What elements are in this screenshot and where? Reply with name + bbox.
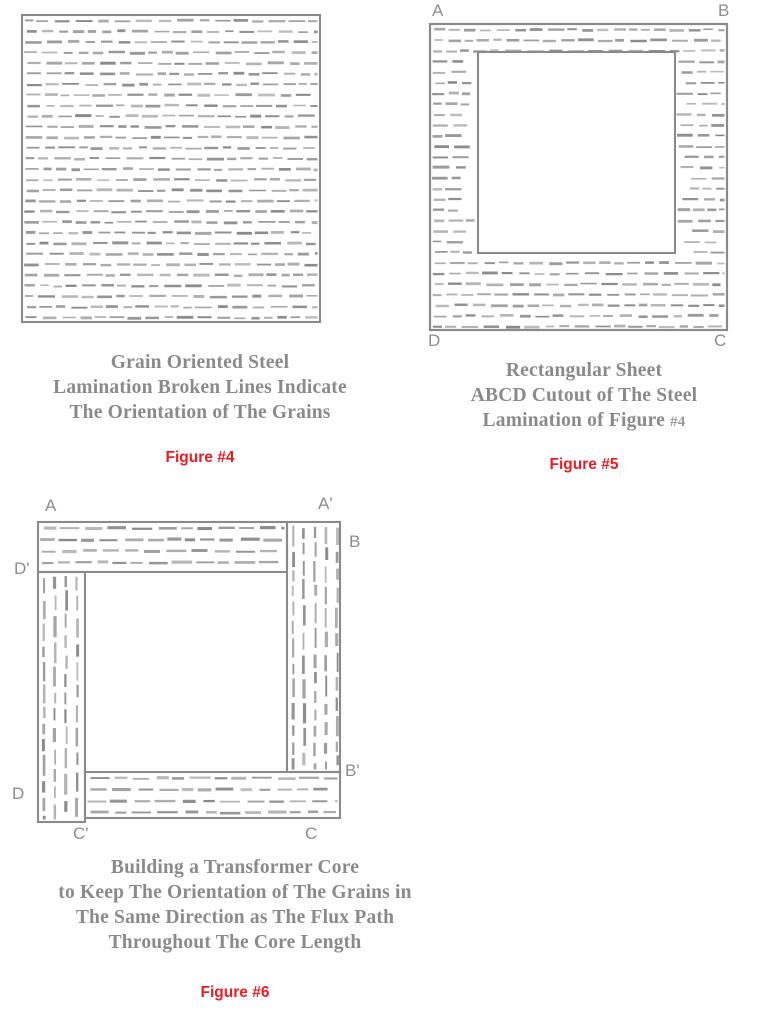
figure6-vertex-label-d: D [12,784,25,803]
figure-4-number-label: Figure #4 [165,449,235,466]
figure-4-caption-line-2: Lamination Broken Lines Indicate [53,377,347,398]
figure-4-caption: Grain Oriented Steel Lamination Broken L… [0,350,400,425]
figure-6-caption-line-1: Building a Transformer Core [110,857,360,878]
figure5-vertex-label-b: B [718,1,730,20]
figure5-vertex-label-a: A [432,1,444,20]
figure6-vertex-label-aprime: A' [318,494,333,513]
figure-4-caption-line-3: The Orientation of The Grains [69,402,331,423]
figure-4-group [0,0,400,480]
figure-6-caption-line-2: to Keep The Orientation of The Grains in [58,882,412,903]
figure-5-group [400,0,768,480]
figure6-vertex-label-bprime: B' [345,761,360,780]
figure6-vertex-label-cprime: C' [73,824,89,843]
figure-5-caption-line-3-main: Lamination of Figure [482,410,671,431]
figure-6-number-label: Figure #6 [200,984,270,1001]
figure-5-caption-line-1: Rectangular Sheet [505,360,663,381]
figure5-vertex-label-c: C [714,331,727,350]
figure-5-diagram [428,22,729,332]
figure-5-caption-line-2: ABCD Cutout of The Steel [470,385,698,406]
figure-4-caption-line-1: Grain Oriented Steel [110,352,290,373]
figure-6-caption-line-4: Throughout The Core Length [108,932,362,953]
figure-5-caption: Rectangular Sheet ABCD Cutout of The Ste… [400,358,768,435]
figure-4-diagram [20,13,322,324]
figure6-vertex-label-b: B [349,532,361,551]
figure6-vertex-label-c: C [305,824,318,843]
figure-5-number-label: Figure #5 [549,456,619,473]
figure-6-diagram [36,520,342,824]
figure-6-group [0,485,470,1030]
figure-6-caption: Building a Transformer Core to Keep The … [0,855,470,955]
figure6-vertex-label-a: A [45,496,57,515]
figure-5-caption-line-3: Lamination of Figure #4 [400,408,768,435]
figure6-vertex-label-dprime: D' [14,559,30,578]
figure-6-caption-line-3: The Same Direction as The Flux Path [75,907,395,928]
figure5-vertex-label-d: D [428,331,441,350]
figure-5-caption-reference: #4 [670,414,686,430]
